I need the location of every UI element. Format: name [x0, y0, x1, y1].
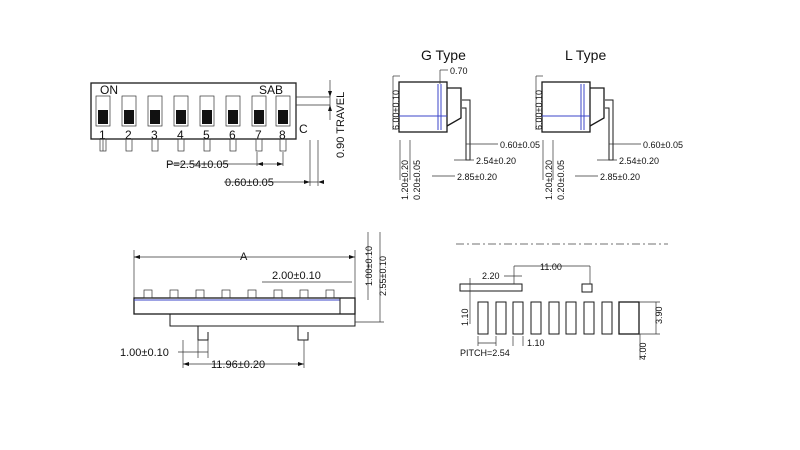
top-dim-a: 1.00±0.10 [364, 246, 374, 286]
on-label: ON [100, 83, 118, 97]
position-number: 8 [279, 128, 286, 142]
pad [477, 301, 489, 335]
pin [299, 289, 309, 299]
g-pitch-dim: 2.54±0.20 [476, 156, 516, 166]
g-left-dim-b: 0.20±0.05 [412, 160, 422, 200]
slider-7: 7 [251, 95, 267, 152]
footprint-bottom-dim: 4.00 [638, 342, 648, 360]
footprint-span-dim: 11.00 [540, 262, 562, 272]
l-height-dim: 6.00±0.10 [534, 90, 544, 130]
l-left-dim-a: 1.20±0.20 [544, 160, 554, 200]
slider-6: 6 [225, 95, 241, 152]
g-type-view: G Type 0.70 6.00±0.10 1.20±0.20 0.20±0.0… [391, 47, 540, 200]
side-pin-group [143, 289, 335, 299]
pad [512, 301, 524, 335]
sab-label: SAB [259, 83, 283, 97]
pitch-label: P=2.54±0.05 [166, 159, 229, 171]
position-number: 7 [255, 128, 262, 142]
position-number: 4 [177, 128, 184, 142]
pin [143, 289, 153, 299]
l-type-title: L Type [565, 47, 606, 63]
footprint-height-dim: 3.90 [654, 306, 664, 324]
slider-8: 8 [275, 95, 291, 152]
spacing-dim: 2.00±0.10 [272, 270, 321, 282]
pcb-footprint: 11.00 2.20 1.10 3.90 4.00 PITCH=2.54 1.1… [456, 243, 668, 360]
l-left-dim-b: 0.20±0.05 [556, 160, 566, 200]
top-dim-b: 2.55±0.10 [378, 256, 388, 296]
l-pitch-dim: 2.54±0.20 [619, 156, 659, 166]
pad [530, 301, 542, 335]
slider-group: 1 2 3 4 5 6 7 8 [95, 95, 291, 152]
pad [495, 301, 507, 335]
footprint-pad-dim: 1.10 [460, 308, 470, 326]
l-width-dim: 2.85±0.20 [600, 172, 640, 182]
pin [195, 289, 205, 299]
g-top-dim: 0.70 [450, 66, 468, 76]
pad [548, 301, 560, 335]
pad [601, 301, 613, 335]
side-view: A 2.00±0.10 1.00±0.10 2.55±0.10 1.00±0.1… [120, 232, 388, 371]
a-label: A [240, 251, 248, 263]
slider-5: 5 [199, 95, 215, 152]
position-number: 5 [203, 128, 210, 142]
g-width-dim: 2.85±0.20 [457, 172, 497, 182]
foot-dim: 1.00±0.10 [120, 347, 169, 359]
slider-4: 4 [173, 95, 189, 152]
pad [583, 301, 595, 335]
top-view: ON SAB C 1 2 3 4 5 6 7 8 0.90 TRAVEL P=2… [90, 80, 347, 189]
pin [247, 289, 257, 299]
g-lead-dim: 0.60±0.05 [500, 140, 540, 150]
g-left-dim-a: 1.20±0.20 [400, 160, 410, 200]
footprint-left-dim: 2.20 [482, 271, 500, 281]
span-dim: 11.96±0.20 [211, 359, 265, 371]
c-label: C [299, 122, 308, 136]
footprint-pad-width-dim: 1.10 [527, 338, 545, 348]
pin [221, 289, 231, 299]
position-number: 3 [151, 128, 158, 142]
position-number: 1 [99, 128, 106, 142]
l-lead-dim: 0.60±0.05 [643, 140, 683, 150]
pad [565, 301, 577, 335]
lead-width-label: 0.60±0.05 [225, 177, 274, 189]
travel-label: 0.90 TRAVEL [335, 92, 347, 158]
slider-1: 1 [95, 95, 111, 152]
pin [169, 289, 179, 299]
g-type-title: G Type [421, 47, 466, 63]
slider-3: 3 [147, 95, 163, 152]
slider-2: 2 [121, 95, 137, 152]
position-number: 6 [229, 128, 236, 142]
pin [273, 289, 283, 299]
l-type-view: L Type 6.00±0.10 1.20±0.20 0.20±0.05 0.6… [534, 47, 683, 200]
pin [325, 289, 335, 299]
pad-group [477, 301, 613, 335]
position-number: 2 [125, 128, 132, 142]
g-height-dim: 6.00±0.10 [391, 90, 401, 130]
footprint-pitch-label: PITCH=2.54 [460, 348, 510, 358]
